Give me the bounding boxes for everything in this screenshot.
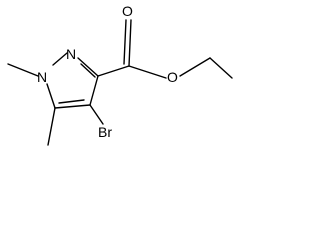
bond-n2-c3-double bbox=[80, 63, 96, 78]
bond-c5-methyl bbox=[47, 107, 56, 146]
bond-ethyl-ch2-ch3 bbox=[209, 57, 233, 79]
bond-n1-methyl bbox=[7, 63, 39, 77]
bond-carbonyl-o-ester bbox=[128, 65, 167, 79]
atom-n2-label: N bbox=[66, 46, 76, 62]
bond-n1-n2 bbox=[52, 52, 68, 66]
bond-carbonyl-o-double bbox=[123, 19, 127, 65]
bond-c4-br bbox=[89, 104, 104, 125]
atom-n1-label: N bbox=[37, 69, 47, 85]
bond-carbonyl-o bbox=[128, 19, 132, 67]
bond-c4-c5 bbox=[54, 104, 91, 109]
bond-c3-carbonyl bbox=[97, 65, 130, 77]
bond-c4-c5-double bbox=[58, 99, 85, 104]
atom-o-carbonyl-label: O bbox=[122, 3, 133, 19]
bond-n2-c3 bbox=[77, 57, 99, 77]
atom-br-label: Br bbox=[98, 124, 112, 140]
bond-c3-c4 bbox=[89, 75, 99, 106]
atom-o-ester-label: O bbox=[167, 69, 178, 85]
molecule-structure: N N O O Br bbox=[7, 3, 233, 146]
bond-c5-n1 bbox=[46, 83, 56, 109]
bond-o-ethyl-ch2 bbox=[179, 57, 211, 77]
